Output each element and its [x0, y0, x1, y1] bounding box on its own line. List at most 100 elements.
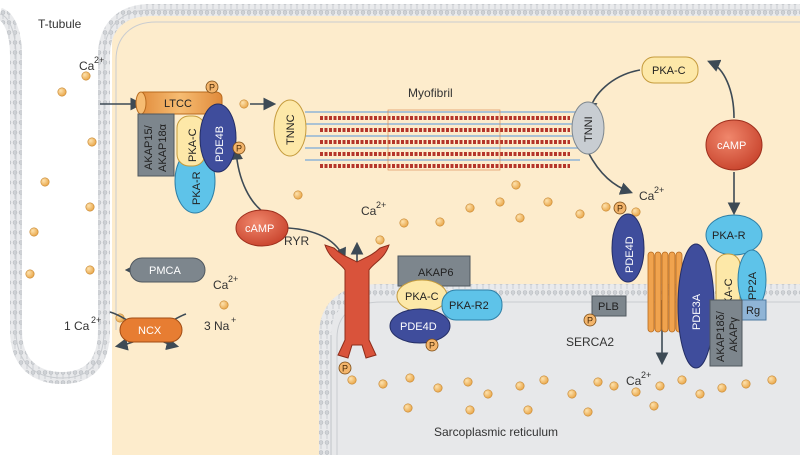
svg-text:2+: 2+: [654, 185, 664, 195]
ca-ion: [717, 383, 727, 393]
phosphate-marker: P: [425, 338, 439, 352]
pka-c-top: PKA-C: [641, 56, 699, 84]
svg-text:P: P: [209, 83, 215, 93]
serca2-helix: [668, 251, 676, 333]
pde4d-ryr-label: PDE4D: [400, 321, 437, 333]
ca-ion: [465, 405, 475, 415]
ca-ion: [741, 379, 751, 389]
ca-label-tnni: Ca 2+: [639, 185, 664, 203]
myofibril: [305, 109, 580, 171]
ca-ion: [511, 180, 521, 190]
svg-text:2+: 2+: [228, 274, 238, 284]
phosphate-marker: P: [232, 141, 246, 155]
pka-r-label-left: PKA-R: [191, 171, 203, 205]
ca-ion: [575, 209, 585, 219]
phosphate-marker: P: [338, 361, 352, 375]
a-band: [387, 109, 501, 171]
ca-ion: [81, 71, 91, 81]
svg-text:2+: 2+: [94, 55, 104, 65]
svg-text:2+: 2+: [376, 200, 386, 210]
phosphate-marker: P: [583, 313, 597, 327]
ltcc-channel: LTCC: [135, 91, 223, 115]
ca-ion: [495, 197, 505, 207]
pka-c-top-label: PKA-C: [652, 65, 686, 77]
ca-ion: [543, 197, 553, 207]
akap6-complex: AKAP6 PKA-C PKA-R2 PDE4D: [389, 255, 503, 344]
pde3a-complex: PDE3A PKA-R PKA-C PP2A Rg AKAP18δ/ AKAPγ: [677, 214, 767, 369]
ca-label-sr: Ca 2+: [626, 370, 651, 388]
svg-text:2+: 2+: [91, 315, 101, 325]
ca-ion: [85, 265, 95, 275]
pde4b-label: PDE4B: [214, 126, 226, 162]
ca-ion: [655, 381, 665, 391]
svg-text:1 Ca: 1 Ca: [64, 319, 90, 333]
ca-ion: [483, 389, 493, 399]
ca-ion: [347, 375, 357, 385]
pka-c-ryr-label: PKA-C: [405, 291, 439, 303]
ca-ion: [405, 373, 415, 383]
ca-label-near-ncx: Ca 2+: [213, 274, 238, 292]
akap15-complex: AKAP15/ AKAP18α PKA-R PKA-C PDE4B: [137, 103, 237, 214]
camp-right-label: cAMP: [717, 140, 746, 152]
ca-ion: [649, 401, 659, 411]
ca-ion: [465, 203, 475, 213]
ltcc-label: LTCC: [164, 98, 192, 110]
phosphate-marker: P: [613, 201, 627, 215]
svg-text:Ca: Ca: [626, 374, 642, 388]
serca2-helix: [661, 251, 669, 333]
ca-ion: [631, 387, 641, 397]
ca-ion: [767, 375, 777, 385]
svg-text:P: P: [342, 364, 348, 374]
svg-text:Ca: Ca: [213, 278, 229, 292]
akap18d-label: AKAP18δ/: [715, 310, 727, 362]
phosphorylation-sites: P P P P P P: [205, 80, 627, 375]
svg-text:P: P: [429, 341, 435, 351]
svg-text:Ca: Ca: [361, 204, 377, 218]
ca-ion: [403, 403, 413, 413]
ncx-label: NCX: [138, 325, 162, 337]
ca-ion: [609, 381, 619, 391]
tnni-label: TNNI: [583, 116, 595, 142]
camp-left-label: cAMP: [245, 223, 274, 235]
serca2-helix: [654, 251, 662, 333]
pmca-pump: PMCA: [129, 257, 206, 283]
plb: PLB: [591, 295, 627, 317]
ca-ion: [433, 383, 443, 393]
t-tubule-label: T-tubule: [38, 17, 82, 31]
svg-text:2+: 2+: [641, 370, 651, 380]
svg-text:Ca: Ca: [639, 189, 655, 203]
pde4d-right: PDE4D: [611, 213, 645, 283]
ca-ion: [463, 377, 473, 387]
ca-ion: [40, 177, 50, 187]
ca-ion: [85, 202, 95, 212]
ca-ion: [593, 377, 603, 387]
camp-to-ryr-arrow: [287, 227, 346, 261]
ca-ion: [583, 407, 593, 417]
akap18a-label: AKAP18α: [157, 123, 169, 172]
sarcoplasmic-reticulum-label: Sarcoplasmic reticulum: [434, 425, 558, 439]
three-na-label: 3 Na +: [204, 315, 236, 333]
tnni: TNNI: [571, 101, 605, 155]
serca2-label: SERCA2: [566, 335, 614, 349]
ca-ion: [695, 389, 705, 399]
pmca-label: PMCA: [149, 265, 181, 277]
ca-ions: [25, 71, 777, 417]
pp2a-label: PP2A: [747, 271, 759, 300]
pde4d-right-label: PDE4D: [624, 236, 636, 273]
ca-label-outside: Ca 2+: [79, 55, 104, 73]
ncx-exchanger: NCX: [119, 317, 183, 343]
plb-label: PLB: [598, 301, 619, 313]
phosphate-marker: P: [205, 80, 219, 94]
akapg-label: AKAPγ: [728, 317, 740, 352]
pde3a-label: PDE3A: [691, 293, 703, 330]
ca-ion: [378, 379, 388, 389]
svg-text:+: +: [231, 315, 236, 325]
ca-ion: [523, 405, 533, 415]
ryr-label: RYR: [284, 234, 309, 248]
ca-ion: [57, 87, 67, 97]
pka-r2-label: PKA-R2: [449, 300, 489, 312]
serca2-helix: [647, 251, 655, 333]
ca-ion: [25, 269, 35, 279]
